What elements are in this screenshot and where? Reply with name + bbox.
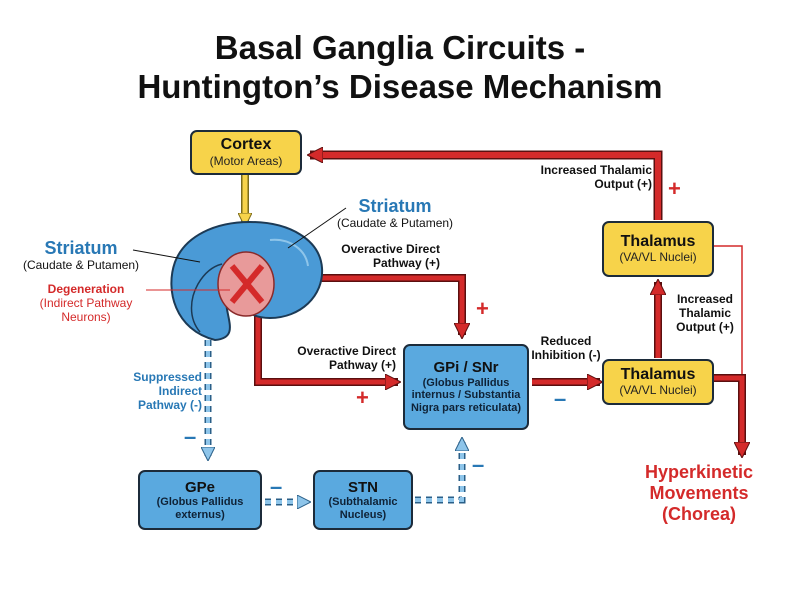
plus-sign-direct-bottom: + (356, 385, 369, 410)
diagram-title-line2: Huntington’s Disease Mechanism (137, 68, 663, 105)
increased-output-right-label: Increased Thalamic Output (+) (676, 292, 734, 334)
gpi-snr-title: GPi / SNr (433, 359, 499, 377)
cortex-subtitle: (Motor Areas) (209, 153, 283, 168)
plus-sign-direct-top: + (476, 296, 489, 321)
thalamus-upper-subtitle: (VA/VL Nuclei) (619, 250, 697, 265)
minus-sign-gpi-output: – (554, 386, 567, 411)
stn-subtitle: (Subthalamic Nucleus) (328, 495, 398, 521)
direct-pathway-top-arrow (275, 274, 462, 335)
thalamus-to-outcome-arrow (700, 374, 742, 455)
striatum-right-leader (287, 207, 347, 249)
gpe-title: GPe (184, 478, 215, 496)
gpi-snr-box: GPi / SNr (Globus Pallidus internus / Su… (403, 344, 529, 430)
striatum-right-label: Striatum (Caudate & Putamen) (320, 196, 470, 230)
overactive-direct-bottom-label: Overactive Direct Pathway (+) (297, 344, 396, 372)
overactive-direct-top-label: Overactive Direct Pathway (+) (341, 242, 440, 270)
thalamus-lower-box: Thalamus (VA/VL Nuclei) (602, 359, 714, 405)
direct-pathway-bottom-arrow (254, 300, 398, 382)
suppressed-indirect-label: Suppressed Indirect Pathway (-) (133, 370, 202, 412)
minus-sign-stn-gpi: – (472, 452, 485, 477)
gpe-subtitle: (Globus Pallidus externus) (156, 495, 244, 521)
thalamus-lower-title: Thalamus (620, 365, 696, 383)
plus-sign-thalamus-top: + (668, 176, 681, 201)
degeneration-title: Degeneration (47, 282, 125, 296)
diagram-title-line1: Basal Ganglia Circuits - (214, 29, 586, 66)
degeneration-subtitle: (Indirect Pathway Neurons) (39, 296, 133, 324)
outcome-label: Hyperkinetic Movements (Chorea) (644, 462, 754, 524)
thalamus-to-cortex-arrow (310, 155, 663, 220)
striatum-left-label: Striatum (Caudate & Putamen) (22, 238, 140, 272)
cortex-title: Cortex (220, 136, 272, 154)
increased-output-top-label: Increased Thalamic Output (+) (540, 163, 652, 191)
stn-box: STN (Subthalamic Nucleus) (313, 470, 413, 530)
minus-sign-gpe-stn: – (270, 474, 283, 499)
thalamus-lower-subtitle: (VA/VL Nuclei) (619, 383, 697, 398)
gpi-snr-subtitle: (Globus Pallidus internus / Substantia N… (410, 376, 522, 414)
striatum-left-title: Striatum (44, 238, 118, 258)
cortex-box: Cortex (Motor Areas) (190, 130, 302, 175)
reduced-inhibition-label: Reduced Inhibition (-) (531, 334, 601, 362)
stn-to-gpi-arrow (415, 440, 462, 504)
striatum-left-subtitle: (Caudate & Putamen) (22, 258, 140, 272)
striatum-left-leader (132, 249, 201, 263)
thalamus-upper-box: Thalamus (VA/VL Nuclei) (602, 221, 714, 277)
minus-sign-indirect: – (184, 424, 197, 449)
striatum-right-subtitle: (Caudate & Putamen) (336, 216, 454, 230)
thalamus-upper-title: Thalamus (620, 232, 696, 250)
degeneration-label: Degeneration (Indirect Pathway Neurons) (28, 282, 144, 324)
stn-title: STN (348, 478, 378, 496)
striatum-illustration (170, 220, 324, 342)
striatum-right-title: Striatum (358, 196, 432, 216)
gpe-box: GPe (Globus Pallidus externus) (138, 470, 262, 530)
